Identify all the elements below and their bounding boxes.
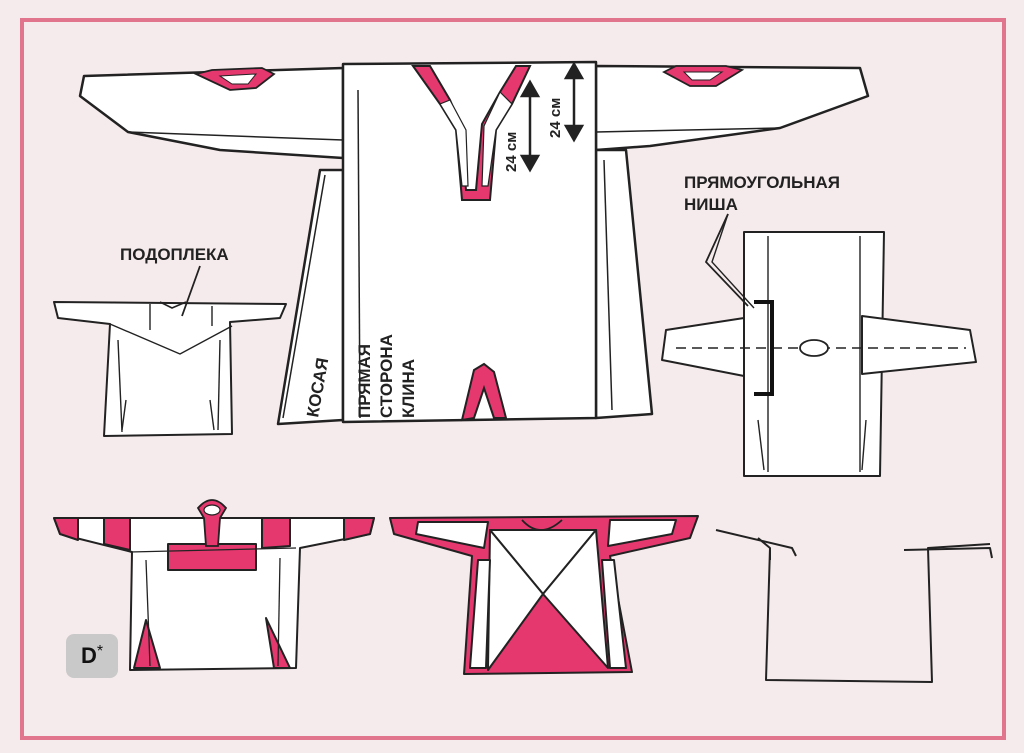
podopleka-label: ПОДОПЛЕКА: [120, 245, 229, 264]
straight-side-line2: СТОРОНА: [377, 334, 396, 418]
main-neck-trim: [411, 65, 532, 201]
niche-label-line2: НИША: [684, 195, 738, 214]
bottom-left-shirt: [53, 517, 375, 671]
niche-neck-hole: [799, 339, 829, 357]
dimension-short-arrow: [519, 79, 541, 173]
diagram-badge: D*: [66, 634, 118, 678]
badge-asterisk: *: [96, 643, 104, 660]
bottom-right-shirt: [715, 529, 993, 683]
niche-thick-edge: [754, 300, 774, 396]
niche-leader: [704, 213, 749, 307]
straight-side-line3: КЛИНА: [399, 359, 418, 418]
dimension-short-label: 24 см: [503, 132, 520, 172]
podopleka-leader: [181, 265, 201, 317]
main-hem-slit: [460, 362, 508, 422]
podopleka-shirt: [53, 301, 287, 437]
niche-label-line1: ПРЯМОУГОЛЬНАЯ: [684, 173, 840, 192]
dimension-long-arrow: [563, 61, 585, 143]
main-shirt: [78, 60, 870, 426]
main-right-sleeve: [594, 64, 870, 152]
diagram-frame: [20, 18, 1006, 740]
main-body: [341, 60, 598, 424]
straight-side-line1: ПРЯМАЯ: [355, 344, 374, 418]
bottom-middle-shirt: [389, 515, 699, 675]
badge-letter: D: [80, 643, 97, 668]
dimension-long-label: 24 см: [547, 98, 564, 138]
